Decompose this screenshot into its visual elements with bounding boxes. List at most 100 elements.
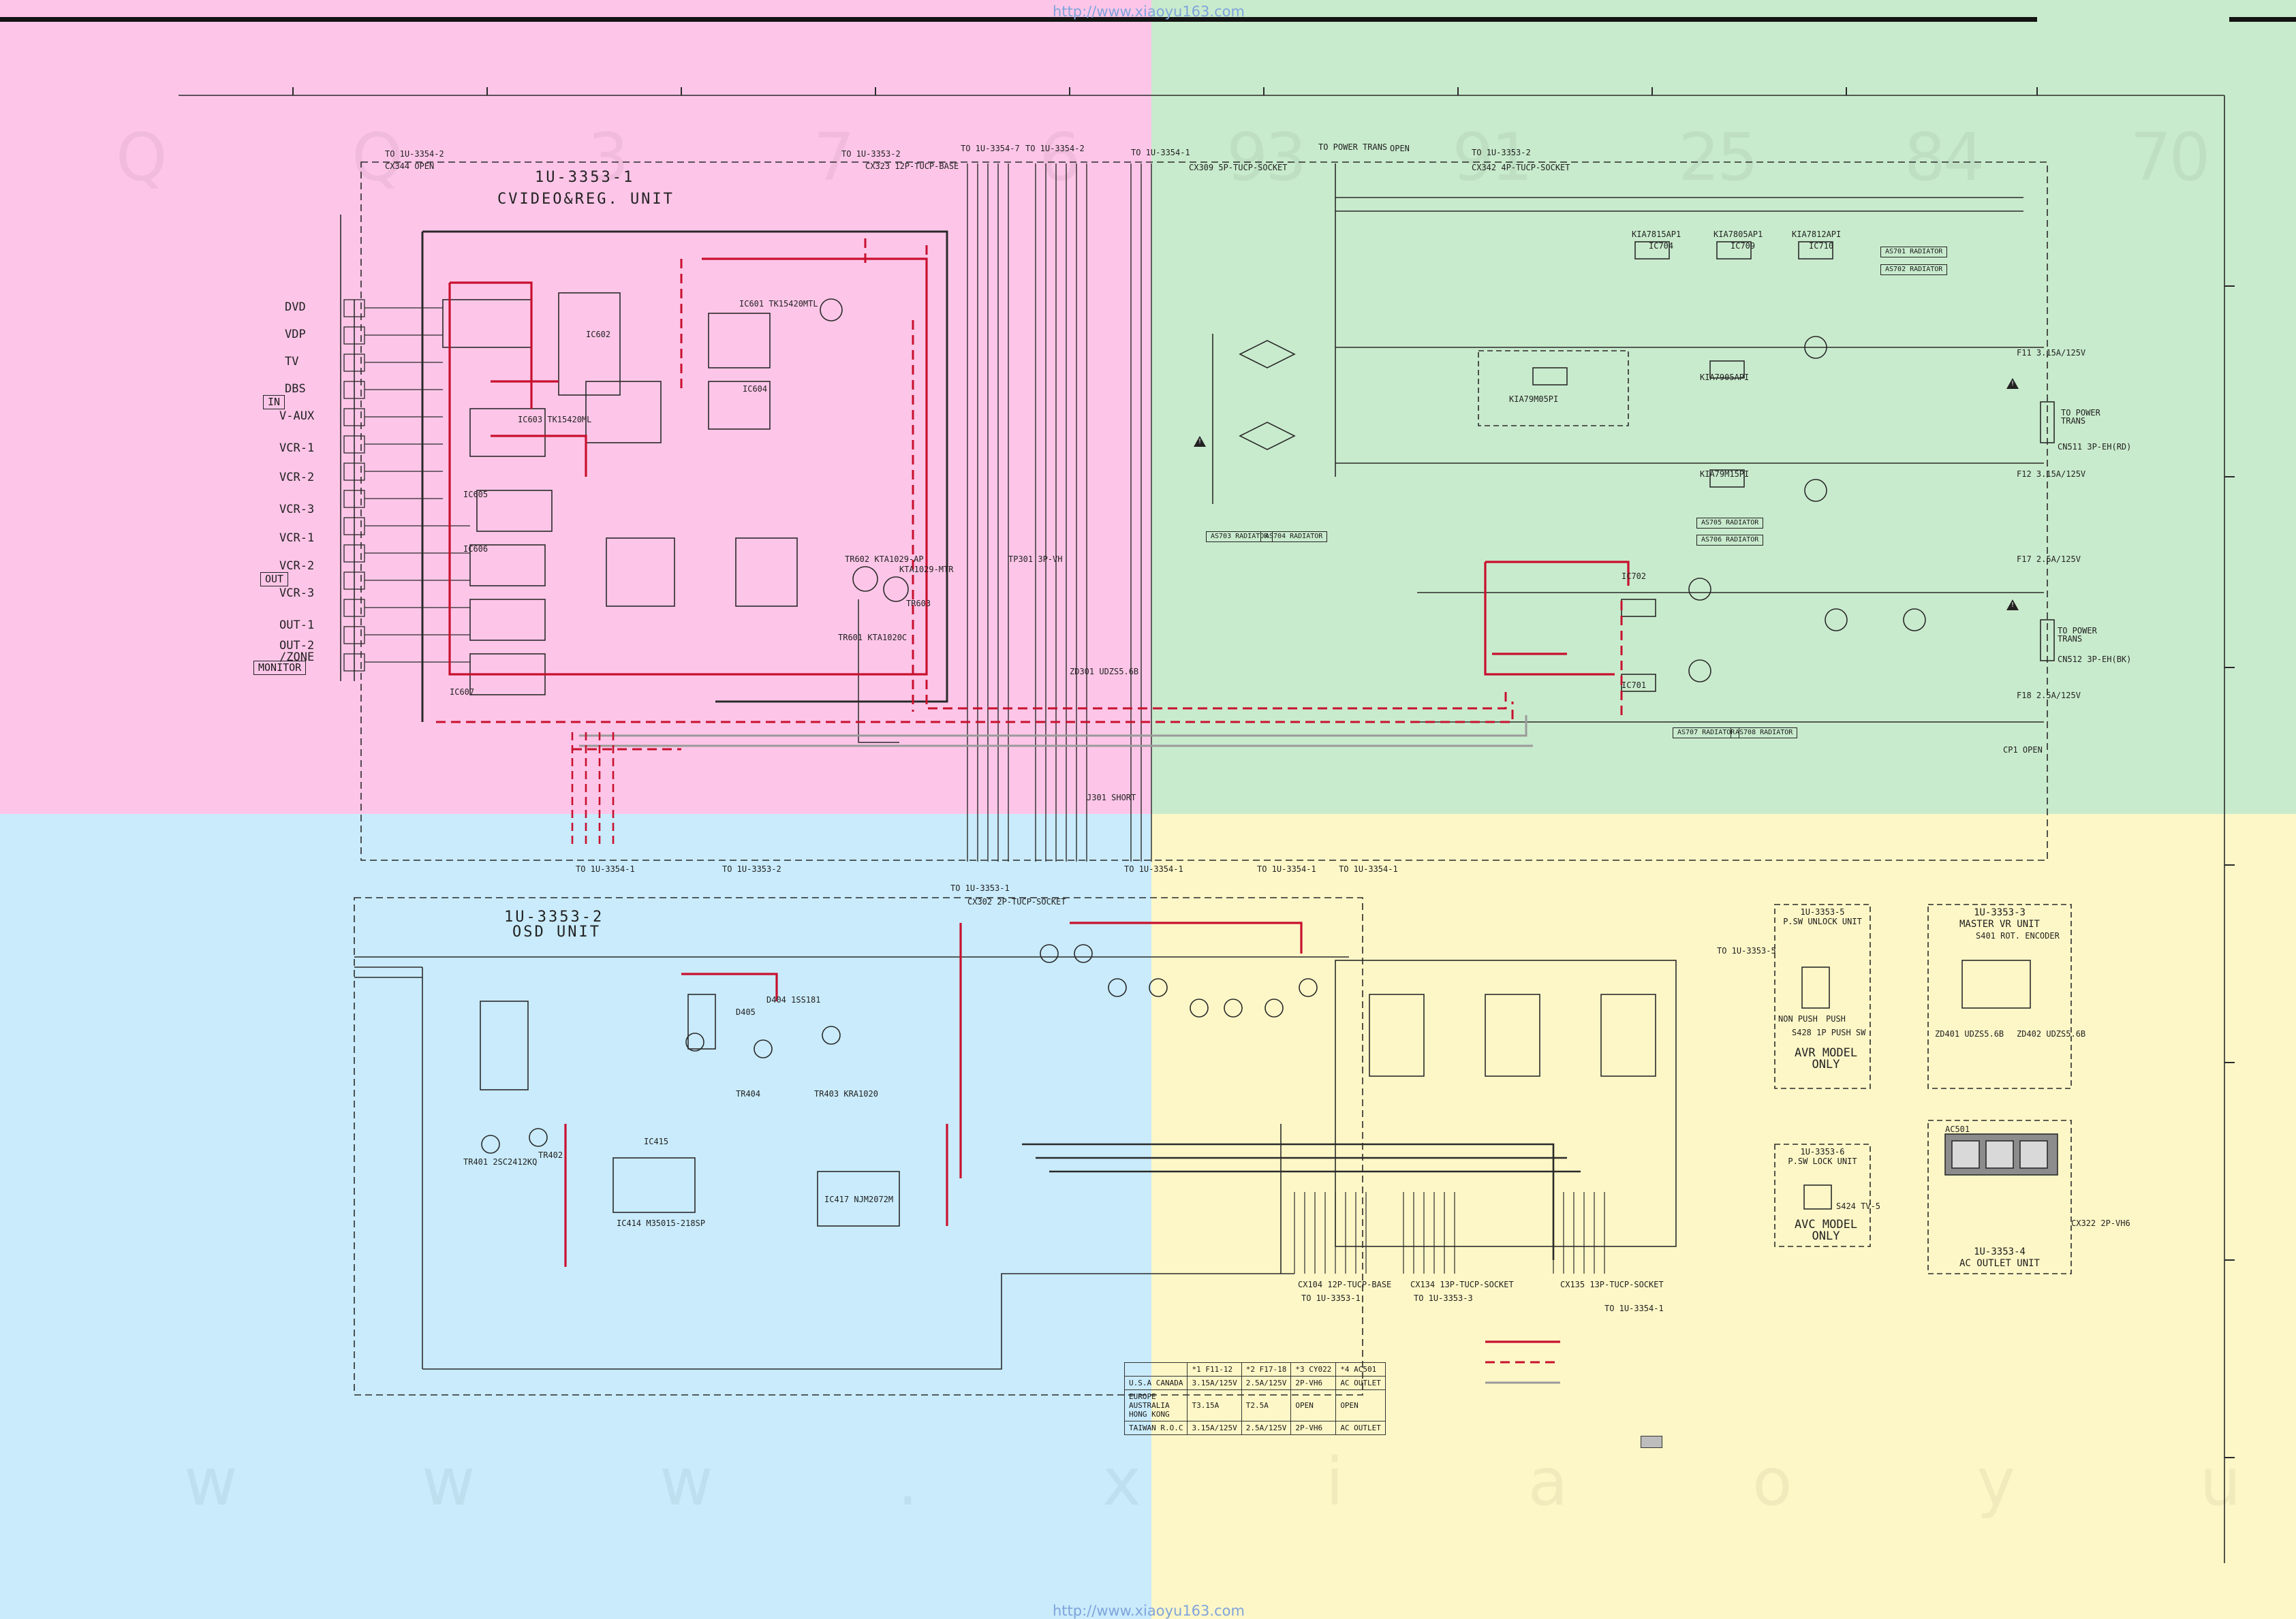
input-label-tv: TV [285, 355, 299, 368]
fuse-table: *1 F11-12 *2 F17-18 *3 CY022 *4 AC501 U.… [1123, 1362, 1386, 1435]
radiator-label: AS701 RADIATOR [1880, 247, 1948, 257]
connector-label: TO POWER TRANS [2061, 408, 2100, 426]
osd-part-label: IC415 [644, 1137, 669, 1146]
ac-outlet-part: AC501 [1945, 1125, 1970, 1134]
avr-unit-name: P.SW UNLOCK UNIT [1783, 917, 1862, 927]
fuse-label: F11 3.15A/125V [2017, 348, 2086, 358]
ac-outlet-title: 1U-3353-4 AC OUTLET UNIT [1928, 1246, 2071, 1270]
osd-part-label: TR404 [736, 1089, 761, 1099]
connector-label: CX342 4P-TUCP-SOCKET [1472, 163, 1570, 172]
power-note: CP1 OPEN [2003, 745, 2043, 755]
caution-symbol-box [1641, 1436, 1662, 1448]
fuse-table-header-cell: *2 F17-18 [1241, 1362, 1292, 1377]
master-vr-id: 1U-3353-3 [1974, 907, 2026, 918]
master-vr-part: ZD401 UDZS5.6B [1935, 1029, 2004, 1039]
osd-part-label: IC417 NJM2072M [824, 1195, 894, 1204]
fuse-table-header-cell: *3 CY022 [1290, 1362, 1337, 1377]
transistor-label: TR601 KTA1020C [838, 633, 907, 642]
master-vr-name: MASTER VR UNIT [1959, 918, 2040, 930]
master-vr-part: S401 ROT. ENCODER [1976, 931, 2060, 941]
ac-outlet-id: 1U-3353-4 [1974, 1246, 2026, 1257]
yellow-zone [1151, 814, 2296, 1619]
input-label-v-aux: V-AUX [279, 409, 315, 423]
top-border-bar [0, 17, 2037, 22]
radiator-label: AS706 RADIATOR [1696, 535, 1764, 546]
master-vr-title: 1U-3353-3 MASTER VR UNIT [1928, 907, 2071, 930]
watermark-top-right: 9 9 2 8 7 4 2 9 8 [1226, 119, 2296, 195]
table-cell: EUROPE AUSTRALIA HONG KONG [1123, 1389, 1188, 1421]
avc-model-note: AVC MODEL ONLY [1794, 1218, 1858, 1243]
connector-label: TO 1U-3353-5 [1717, 946, 1776, 956]
ic-label: IC603 TK15420ML [518, 415, 592, 424]
cvideo-unit-title: 1U-3353-1 [535, 169, 635, 186]
fuse-table-header-cell [1123, 1362, 1188, 1377]
power-note: J301 SHORT [1087, 793, 1136, 802]
ic-label: IC602 [586, 330, 611, 339]
input-label-dbs: DBS [285, 382, 306, 396]
connector-label: TO 1U-3354-1 [1339, 864, 1398, 874]
fuse-label: F18 2.5A/125V [2017, 691, 2081, 700]
table-cell: AC OUTLET [1335, 1376, 1386, 1390]
connector-label: CX309 5P-TUCP-SOCKET [1189, 163, 1288, 172]
ac-outlet-part: CX322 2P-VH6 [2071, 1219, 2130, 1228]
input-label-vcr1: VCR-1 [279, 441, 315, 455]
avr-unit-title: 1U-3353-5 P.SW UNLOCK UNIT [1775, 907, 1870, 927]
green-zone [1151, 0, 2296, 814]
pink-zone [0, 0, 1151, 814]
connector-label: TO 1U-3353-1 [950, 883, 1010, 893]
ac-outlet-name: AC OUTLET UNIT [1959, 1257, 2040, 1269]
output-group-label: OUT [260, 572, 289, 586]
cvideo-unit-subtitle: CVIDEO&REG. UNIT [497, 191, 674, 208]
table-cell: 2P-VH6 [1290, 1376, 1337, 1390]
table-cell: OPEN [1290, 1389, 1337, 1421]
table-cell: 2P-VH6 [1290, 1421, 1337, 1435]
avc-unit-title: 1U-3353-6 P.SW LOCK UNIT [1775, 1147, 1870, 1167]
transistor-label: TR602 KTA1029-AP [845, 554, 924, 564]
url-bottom[interactable]: http://www.xiaoyu163.com [1053, 1603, 1245, 1619]
radiator-label: AS707 RADIATOR [1673, 727, 1740, 738]
input-label-vcr3: VCR-3 [279, 503, 315, 516]
caution-icon [1194, 436, 1206, 447]
ic-label: IC607 [450, 687, 475, 697]
regulator-label: KIA79M15PI [1700, 469, 1750, 479]
power-note: ZD301 UDZS5.6B [1070, 667, 1139, 676]
connector-label: TO POWER TRANS [2058, 626, 2097, 644]
transistor-label: TR603 [906, 599, 931, 608]
fuse-table-header-cell: *1 F11-12 [1187, 1362, 1242, 1377]
osd-unit-subtitle: OSD UNIT [512, 924, 601, 941]
connector-label: TO 1U-3354-1 [1131, 148, 1190, 157]
connector-label: OPEN [1390, 144, 1410, 153]
radiator-label: AS705 RADIATOR [1696, 518, 1764, 529]
ic-label: IC701 [1622, 680, 1647, 690]
power-note: TP301 3P-VH [1008, 554, 1063, 564]
connector-label: TO 1U-3354-1 [576, 864, 635, 874]
radiator-label: AS704 RADIATOR [1260, 531, 1328, 542]
table-cell: 2.5A/125V [1241, 1376, 1292, 1390]
input-group-label: IN [263, 395, 285, 409]
osd-part-label: IC414 M35015-218SP [617, 1219, 706, 1228]
output-label-out2-zone: OUT-2 /ZONE [279, 639, 315, 664]
table-row: U.S.A CANADA 3.15A/125V 2.5A/125V 2P-VH6… [1123, 1376, 1386, 1390]
ic-label: IC702 [1622, 571, 1647, 581]
input-label-vcr2: VCR-2 [279, 471, 315, 484]
table-cell: 3.15A/125V [1187, 1421, 1242, 1435]
avr-unit-id: 1U-3353-5 [1800, 907, 1845, 917]
osd-part-label: TR402 [538, 1150, 563, 1160]
osd-connector-label: CX134 13P-TUCP-SOCKET [1410, 1280, 1514, 1289]
ic-label: IC704 [1649, 241, 1674, 251]
avc-unit-name: P.SW LOCK UNIT [1788, 1157, 1857, 1167]
avr-switch-label: PUSH [1826, 1014, 1846, 1024]
connector-label: TO 1U-3353-2 [1472, 148, 1531, 157]
regulator-label: KIA7815AP1 [1632, 230, 1681, 239]
osd-unit-title: 1U-3353-2 [504, 909, 604, 926]
monitor-label: MONITOR [253, 661, 307, 675]
avr-model-note: AVR MODEL ONLY [1794, 1046, 1858, 1071]
connector-label: CX302 2P-TUCP-SOCKET [967, 897, 1066, 907]
table-cell: 3.15A/125V [1187, 1376, 1242, 1390]
input-label-dvd: DVD [285, 300, 306, 314]
url-top[interactable]: http://www.xiaoyu163.com [1053, 3, 1245, 20]
radiator-label: AS708 RADIATOR [1731, 727, 1798, 738]
caution-icon [2006, 599, 2019, 610]
ic-label: IC710 [1809, 241, 1834, 251]
